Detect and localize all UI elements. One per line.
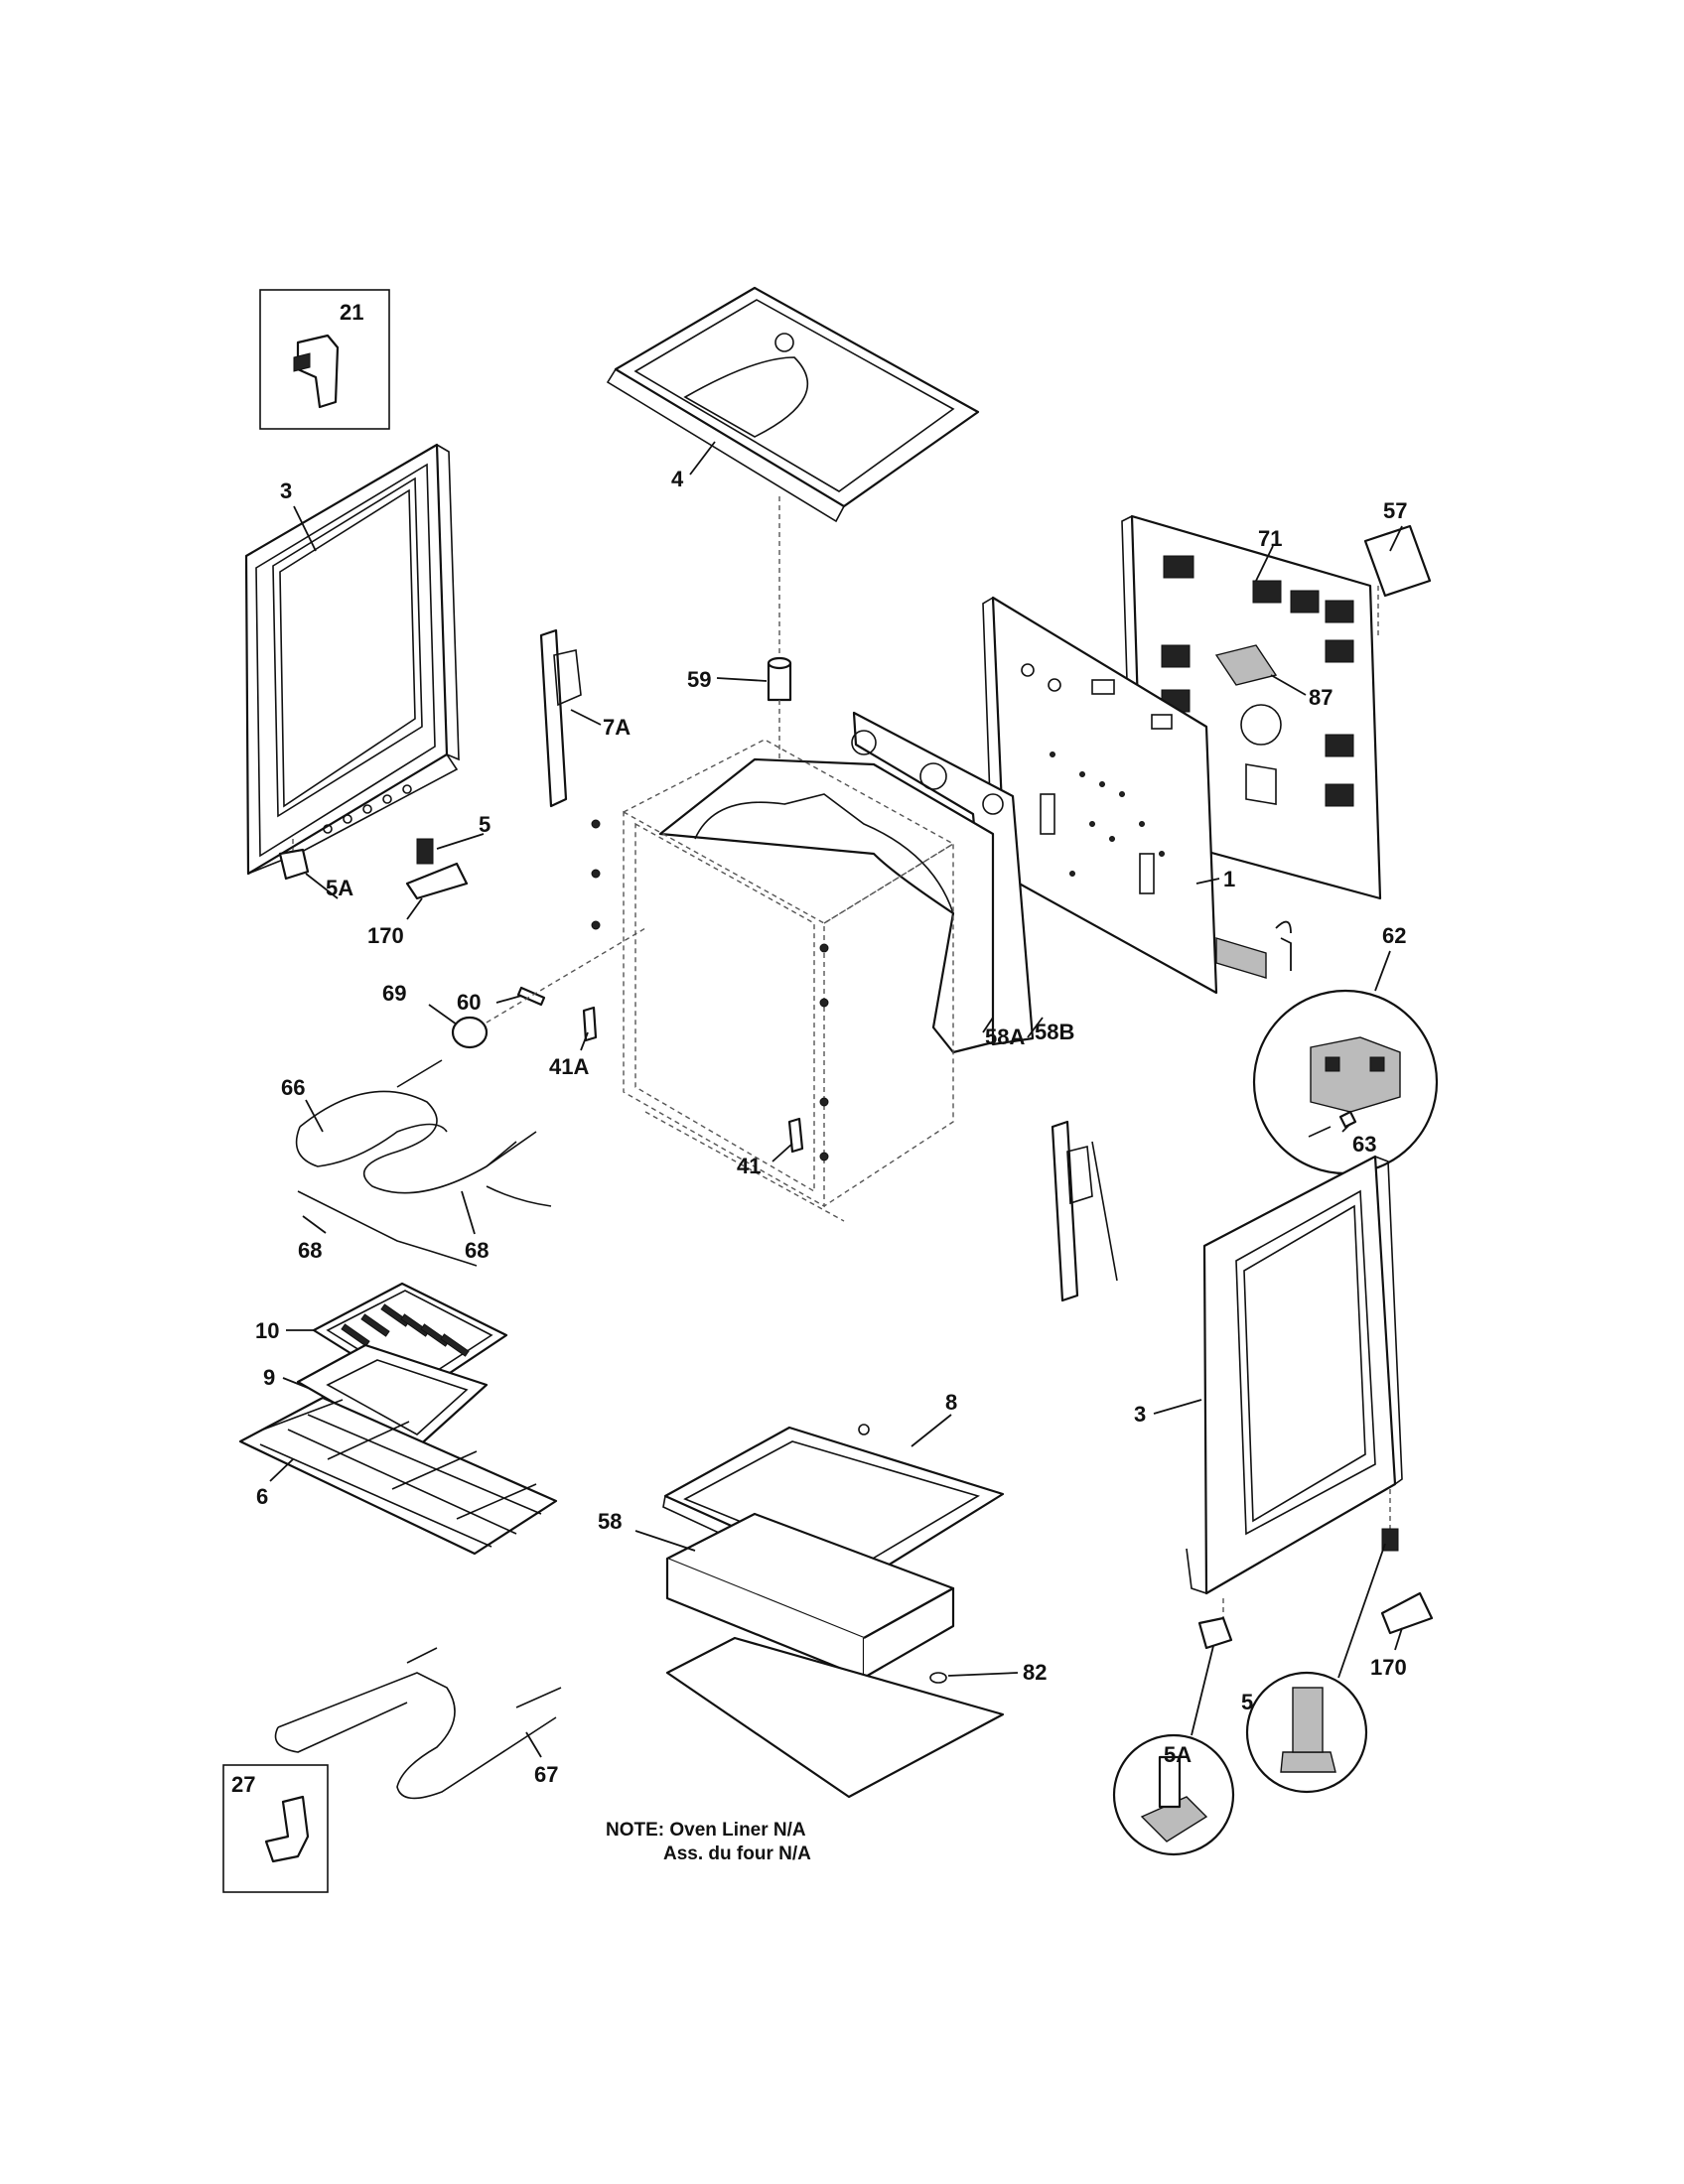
- callout-5-left: 5: [479, 812, 491, 837]
- callout-5A-left: 5A: [326, 876, 353, 900]
- callout-9: 9: [263, 1365, 275, 1390]
- drawer-58: [665, 1512, 955, 1680]
- note-line-2: Ass. du four N/A: [663, 1843, 811, 1864]
- callout-1: 1: [1223, 867, 1235, 891]
- leveler-5-left: [416, 838, 434, 865]
- leader-lines: [269, 441, 1403, 1758]
- oven-cavity: [591, 739, 955, 1222]
- callout-3-left: 3: [280, 478, 292, 503]
- inset-5A: [1112, 1733, 1235, 1856]
- top-panel: [606, 286, 980, 675]
- part-59: [767, 656, 792, 769]
- side-panel-left: [244, 443, 460, 876]
- inset-box-21: [259, 289, 390, 430]
- callout-67: 67: [534, 1762, 558, 1787]
- leveler-5A-right: [1197, 1616, 1233, 1650]
- leveler-5-right: [1381, 1528, 1399, 1552]
- callout-41: 41: [737, 1154, 761, 1178]
- clip-60: [516, 986, 546, 1007]
- lamp-cover-69: [451, 927, 646, 1049]
- inset-5: [1245, 1671, 1368, 1794]
- callout-6: 6: [256, 1484, 268, 1509]
- callout-4: 4: [671, 467, 684, 491]
- leveler-5A-left: [278, 839, 310, 881]
- callout-71: 71: [1258, 526, 1282, 551]
- callout-87: 87: [1309, 685, 1333, 710]
- callout-8: 8: [945, 1390, 957, 1415]
- callout-68-left: 68: [298, 1238, 322, 1263]
- callout-27: 27: [231, 1772, 255, 1797]
- callout-60: 60: [457, 990, 481, 1015]
- callout-41A: 41A: [549, 1054, 589, 1079]
- broiler-grid-10: [312, 1282, 508, 1397]
- rail-right: [1051, 1120, 1118, 1302]
- terminal-inset-62: [1252, 920, 1439, 1175]
- callout-69: 69: [382, 981, 406, 1006]
- callout-5-right: 5: [1241, 1690, 1253, 1714]
- callout-5A-right: 5A: [1164, 1742, 1192, 1767]
- broil-element-66: [295, 1059, 552, 1267]
- callout-3-right: 3: [1134, 1402, 1146, 1427]
- note-line-1: NOTE: Oven Liner N/A: [606, 1820, 806, 1841]
- callout-59: 59: [687, 667, 711, 692]
- callout-10: 10: [255, 1318, 279, 1343]
- callout-82: 82: [1023, 1660, 1047, 1685]
- callout-170-left: 170: [367, 923, 404, 948]
- plate-57: [1363, 524, 1432, 598]
- drawer-bottom-82: [665, 1636, 1005, 1799]
- callout-21: 21: [340, 300, 363, 325]
- bake-element-67: [274, 1647, 562, 1800]
- callout-68-right: 68: [465, 1238, 489, 1263]
- inset-box-27: [222, 1764, 329, 1893]
- callout-58A: 58A: [985, 1024, 1025, 1049]
- clip-41A: [582, 1006, 598, 1042]
- bracket-170-left: [405, 862, 469, 900]
- oven-liner-note: NOTE: Oven Liner N/A Ass. du four N/A: [606, 1819, 811, 1866]
- rail-7A: [539, 628, 582, 808]
- callout-58: 58: [598, 1509, 622, 1534]
- callout-labels: 21 3 4 57 71 87 59 7A 5 5A 170 1 62 60 6…: [231, 300, 1407, 1797]
- callout-57: 57: [1383, 498, 1407, 523]
- callout-66: 66: [281, 1075, 305, 1100]
- callout-63: 63: [1352, 1132, 1376, 1157]
- callout-7A: 7A: [603, 715, 631, 740]
- insulation-58A: [658, 757, 995, 1054]
- side-panel-right: [1186, 1155, 1403, 1628]
- bracket-170-right: [1380, 1591, 1434, 1635]
- callout-170-right: 170: [1370, 1655, 1407, 1680]
- callout-62: 62: [1382, 923, 1406, 948]
- clip-41: [787, 1117, 804, 1154]
- oven-rack-6: [238, 1396, 558, 1556]
- callout-58B: 58B: [1035, 1020, 1074, 1044]
